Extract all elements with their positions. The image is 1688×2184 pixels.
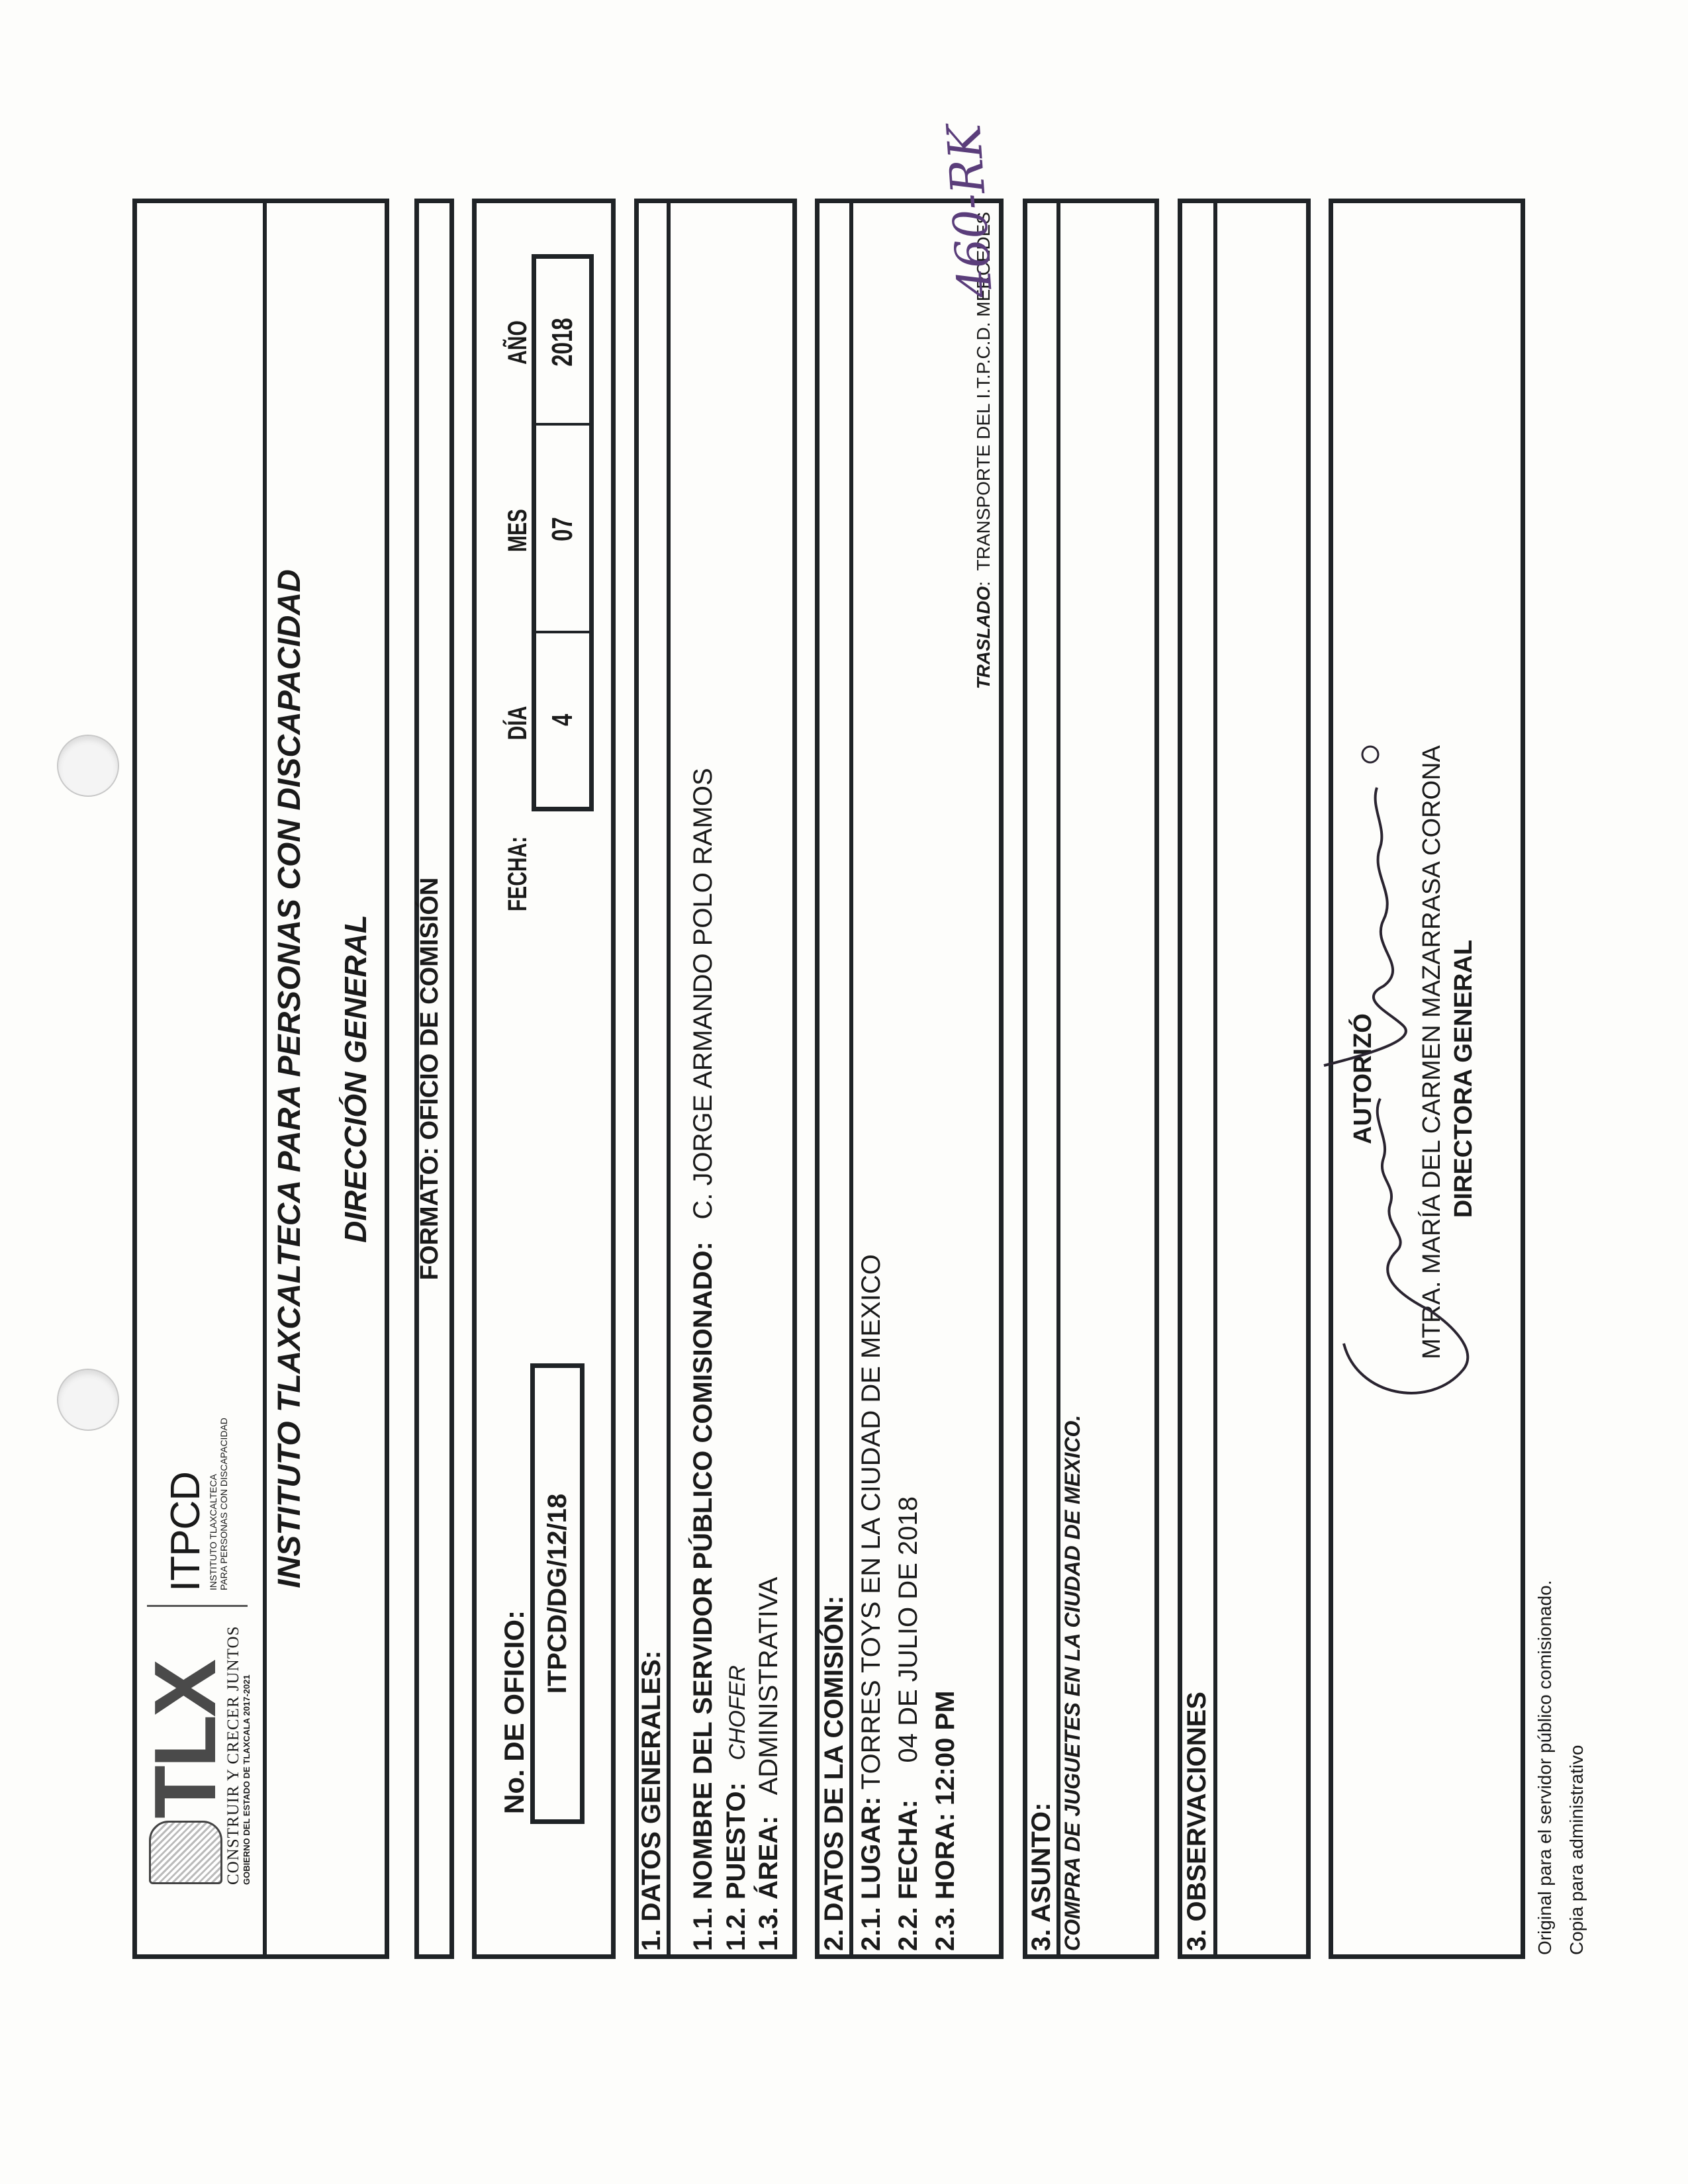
hora-row: 2.3. HORA: 12:00 PM: [931, 1690, 960, 1951]
asunto-heading: 3. ASUNTO:: [1027, 1802, 1056, 1951]
section-divider: [1213, 199, 1217, 1959]
section-divider: [849, 199, 853, 1959]
logo-divider: [147, 1605, 248, 1607]
oficio-number: ITPCD/DG/12/18: [542, 1493, 572, 1694]
date-day: 4: [546, 713, 579, 727]
anio-label-text: AÑO: [503, 320, 532, 365]
puesto-row: 1.2. PUESTO: CHOFER: [722, 1665, 751, 1951]
area-row: 1.3. ÁREA: ADMINISTRATIVA: [754, 1576, 783, 1952]
nombre-value: C. JORGE ARMANDO POLO RAMOS: [688, 768, 718, 1220]
date-month-cell: 07: [536, 423, 589, 633]
logo-itpcd-line2: PARA PERSONAS CON DISCAPACIDAD: [218, 1418, 229, 1590]
observaciones-heading: 3. OBSERVACIONES: [1182, 1692, 1211, 1951]
fecha-comision-label: 2.2. FECHA:: [894, 1799, 923, 1951]
mes-label-text: MES: [503, 509, 532, 553]
lugar-label: 2.1. LUGAR:: [857, 1796, 886, 1951]
fecha-label: FECHA:: [503, 824, 532, 924]
fecha-comision-value: 04 DE JULIO DE 2018: [894, 1496, 923, 1763]
asunto-text: COMPRA DE JUGUETES EN LA CIUDAD DE MEXIC…: [1060, 1414, 1084, 1951]
area-label: 1.3. ÁREA:: [754, 1815, 783, 1952]
page-subtitle: DIRECCIÓN GENERAL: [338, 915, 373, 1243]
fecha-comision-row: 2.2. FECHA: 04 DE JULIO DE 2018: [894, 1496, 923, 1951]
date-month: 07: [546, 517, 579, 542]
nombre-label: 1.1. NOMBRE DEL SERVIDOR PÚBLICO COMISIO…: [688, 1242, 718, 1951]
state-seal-icon: [149, 1821, 222, 1884]
datos-comision-heading: 2. DATOS DE LA COMISIÓN:: [820, 1595, 849, 1951]
logo-government: GOBIERNO DEL ESTADO DE TLAXCALA 2017-202…: [242, 1674, 252, 1885]
lugar-row: 2.1. LUGAR: TORRES TOYS EN LA CIUDAD DE …: [857, 1254, 886, 1951]
fecha-label-text: FECHA:: [503, 836, 532, 912]
hole-punch: [57, 735, 119, 797]
puesto-value: CHOFER: [725, 1665, 750, 1760]
logo-motto: CONSTRUIR Y CRECER JUNTOS: [224, 1625, 242, 1886]
format-label: FORMATO: OFICIO DE COMISIÓN: [416, 877, 444, 1281]
area-value: ADMINISTRATIVA: [754, 1576, 783, 1796]
logo-tlx: TLX: [136, 1661, 234, 1819]
date-day-cell: 4: [536, 631, 589, 807]
hora-label: 2.3. HORA:: [931, 1813, 960, 1951]
footer-copy: Copia para administrativo: [1566, 1745, 1587, 1956]
date-year-cell: 2018: [536, 259, 589, 426]
datos-generales-heading: 1. DATOS GENERALES:: [637, 1650, 666, 1951]
logo-itpcd: ITPCD: [163, 1472, 209, 1592]
hora-value: 12:00 PM: [931, 1690, 960, 1805]
asunto-box: [1023, 199, 1159, 1959]
date-field: 4 07 2018: [532, 254, 594, 811]
handwritten-annotation: 460-RK: [936, 122, 1004, 300]
traslado-colon: :: [973, 570, 994, 586]
header-divider: [263, 199, 267, 1959]
dia-label: DÍA: [503, 635, 532, 811]
footer-original: Original para el servidor público comisi…: [1534, 1580, 1555, 1955]
handwritten-signature: [1323, 745, 1470, 1394]
nombre-row: 1.1. NOMBRE DEL SERVIDOR PÚBLICO COMISIO…: [688, 768, 718, 1951]
dia-label-text: DÍA: [503, 706, 532, 741]
oficio-label: No. DE OFICIO:: [498, 1610, 530, 1814]
date-year: 2018: [546, 318, 579, 367]
hole-punch: [57, 1369, 119, 1431]
lugar-value: TORRES TOYS EN LA CIUDAD DE MEXICO: [857, 1254, 886, 1790]
oficio-number-field: ITPCD/DG/12/18: [530, 1363, 585, 1824]
traslado-label: TRASLADO: [973, 586, 994, 690]
section-divider: [667, 199, 671, 1959]
logo-itpcd-line1: INSTITUTO TLAXCALTECA: [208, 1474, 218, 1590]
mes-label: MES: [503, 426, 532, 635]
puesto-label: 1.2. PUESTO:: [722, 1782, 751, 1951]
page-title: INSTITUTO TLAXCALTECA PARA PERSONAS CON …: [272, 569, 307, 1588]
anio-label: AÑO: [503, 259, 532, 426]
